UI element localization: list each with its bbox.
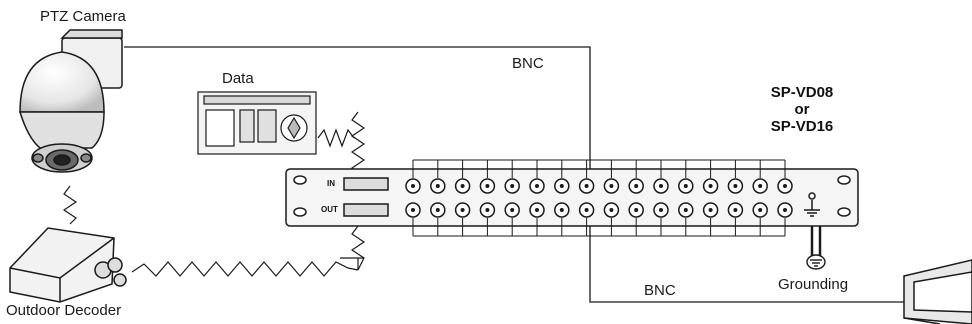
bnc-connector-pin	[683, 184, 688, 188]
bnc-connector-pair	[702, 160, 719, 236]
bnc-connector-pair	[504, 160, 520, 236]
bnc-connector-pair	[430, 160, 446, 236]
bnc-top-label: BNC	[512, 55, 544, 72]
bnc-connector-pair	[578, 160, 595, 236]
bnc-connector-pin	[485, 184, 490, 188]
bnc-connector-pin	[510, 184, 515, 188]
bnc-connector-pin	[535, 208, 539, 212]
bnc-connector-pin	[783, 208, 787, 212]
bnc-connector-pin	[559, 184, 564, 188]
model-line-3: SP-VD16	[770, 118, 834, 135]
bnc-connector-pin	[435, 208, 440, 212]
bnc-connector-pin	[510, 208, 515, 212]
bnc-connector-pin	[584, 208, 589, 212]
bnc-connector-pin	[659, 208, 663, 212]
out-port-label: OUT	[321, 205, 338, 214]
bnc-connector-pin	[758, 208, 763, 212]
bnc-connector-pin	[435, 184, 440, 188]
bnc-connector-pair	[529, 160, 545, 236]
bnc-connector-pin	[733, 184, 738, 188]
bnc-connector-pair	[479, 160, 496, 236]
bnc-connector-pair	[752, 160, 768, 236]
bnc-connector-pin	[411, 184, 415, 188]
bnc-connector-pin	[609, 184, 614, 188]
bnc-connector-pair	[554, 160, 570, 236]
ptz-camera-icon	[18, 29, 123, 173]
bnc-connector-group	[405, 159, 793, 237]
model-line-2: or	[794, 101, 810, 118]
bnc-connector-pin	[733, 208, 738, 212]
bnc-connector-pair	[727, 160, 744, 236]
outdoor-decoder-icon	[9, 227, 127, 303]
bnc-connector-pin	[708, 184, 713, 188]
bnc-connector-pin	[659, 184, 663, 188]
bnc-connector-pair	[653, 160, 669, 236]
bnc-connector-pin	[411, 208, 415, 212]
bnc-connector-pin	[460, 184, 465, 188]
bnc-connector-pin	[783, 184, 787, 188]
grounding-rod-icon	[806, 254, 826, 270]
ptz-camera-label: PTZ Camera	[40, 8, 126, 25]
model-line-1: SP-VD08	[770, 84, 834, 101]
bnc-bottom-label: BNC	[644, 282, 676, 299]
monitor-icon	[903, 259, 972, 324]
model-label: SP-VD08 or SP-VD16	[746, 84, 858, 135]
bnc-connector-pin	[485, 208, 490, 212]
cable-lines	[124, 46, 905, 303]
bnc-connector-pin	[634, 208, 639, 212]
bnc-connector-pair	[603, 160, 620, 236]
bnc-connector-pin	[634, 184, 639, 188]
grounding-label: Grounding	[778, 276, 849, 293]
bnc-connector-pin	[758, 184, 763, 188]
bnc-connector-pin	[708, 208, 713, 212]
bnc-connector-pin	[460, 208, 465, 212]
bnc-connector-pair	[678, 160, 694, 236]
in-port-label: IN	[327, 179, 335, 188]
bnc-connector-pair	[405, 160, 421, 236]
data-label: Data	[222, 70, 254, 87]
outdoor-decoder-label: Outdoor Decoder	[6, 302, 122, 319]
bnc-connector-pin	[535, 184, 539, 188]
bnc-connector-pin	[683, 208, 688, 212]
video-distribution-panel	[285, 168, 859, 227]
bnc-connector-pin	[584, 184, 589, 188]
bnc-connector-pair	[777, 160, 793, 236]
data-controller-icon	[197, 91, 317, 155]
bnc-connector-pin	[559, 208, 564, 212]
bnc-connector-pin	[609, 208, 614, 212]
bnc-connector-pair	[628, 160, 644, 236]
bnc-connector-pair	[454, 160, 471, 236]
